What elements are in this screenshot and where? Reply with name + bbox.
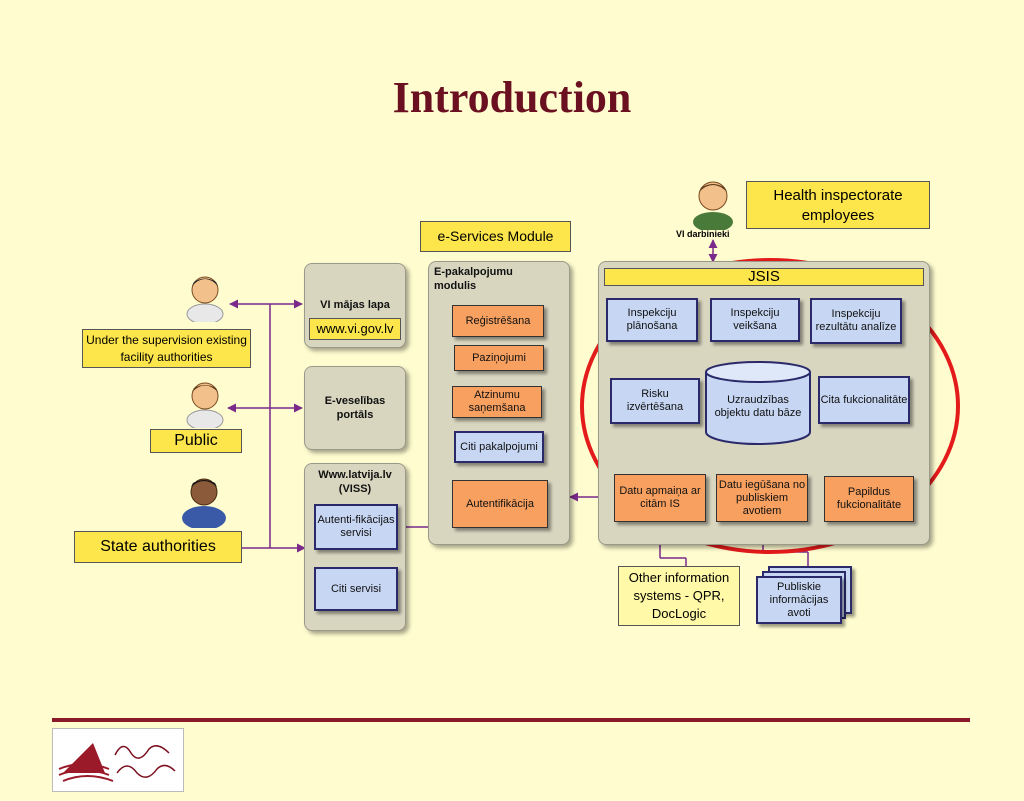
citi-pakalpojumi-box[interactable]: Citi pakalpojumi	[454, 431, 544, 463]
vi-url-link[interactable]: www.vi.gov.lv	[309, 318, 401, 340]
registresana-box[interactable]: Reģistrēšana	[452, 305, 544, 337]
latvija-title: Www.latvija.lv (VISS)	[318, 469, 392, 495]
autentifikacijas-servisi-box[interactable]: Autenti-fikācijas servisi	[314, 504, 398, 550]
risku-izvertesana-box[interactable]: Risku izvērtēšana	[610, 378, 700, 424]
supervised-authorities-person-icon	[182, 272, 228, 325]
under-supervision-label: Under the supervision existing facility …	[82, 329, 251, 368]
state-authorities-person-icon	[176, 474, 232, 530]
datu-iegusana-box[interactable]: Datu iegūšana no publiskiem avotiem	[716, 474, 808, 522]
database-icon	[704, 360, 812, 446]
eveselibas-title: E-veselības portāls	[324, 395, 386, 421]
atzinumu-sanemsana-box[interactable]: Atzinumu saņemšana	[452, 386, 542, 418]
jsis-title: JSIS	[604, 268, 924, 286]
cita-fukcionalitate-box[interactable]: Cita fukcionalitāte	[818, 376, 910, 424]
vi-darbinieki-label: VI darbinieki	[676, 229, 730, 239]
inspekciju-rezultatu-analize-box[interactable]: Inspekciju rezultātu analīze	[810, 298, 902, 344]
employee-person-icon	[688, 178, 738, 232]
publiskie-avoti-box[interactable]: Publiskie informācijas avoti	[756, 576, 842, 624]
citi-servisi-box[interactable]: Citi servisi	[314, 567, 398, 611]
pazinojumi-box[interactable]: Paziņojumi	[454, 345, 544, 371]
page-title: Introduction	[392, 73, 632, 122]
public-label: Public	[150, 429, 242, 453]
epakalpojumu-title: E-pakalpojumu modulis	[434, 266, 513, 292]
autentifikacija-box[interactable]: Autentifikācija	[452, 480, 548, 528]
papildus-fukcionalitate-box[interactable]: Papildus fukcionalitāte	[824, 476, 914, 522]
vi-majas-lapa-title: VI mājas lapa	[320, 299, 390, 311]
eveselibas-panel: E-veselības portāls	[304, 366, 406, 450]
other-systems-label: Other information systems - QPR, DocLogi…	[618, 566, 740, 626]
health-inspectorate-label: Health inspectorate employees	[746, 181, 930, 229]
database-label: Uzraudzības objektu datu bāze	[714, 394, 802, 419]
veselibas-inspekcija-logo	[52, 728, 184, 792]
eservices-module-label: e-Services Module	[420, 221, 571, 252]
public-person-icon	[182, 378, 228, 431]
inspekciju-planosana-box[interactable]: Inspekciju plānošana	[606, 298, 698, 342]
inspekciju-veiksana-box[interactable]: Inspekciju veikšana	[710, 298, 800, 342]
datu-apmaina-box[interactable]: Datu apmaiņa ar citām IS	[614, 474, 706, 522]
state-authorities-label: State authorities	[74, 531, 242, 563]
